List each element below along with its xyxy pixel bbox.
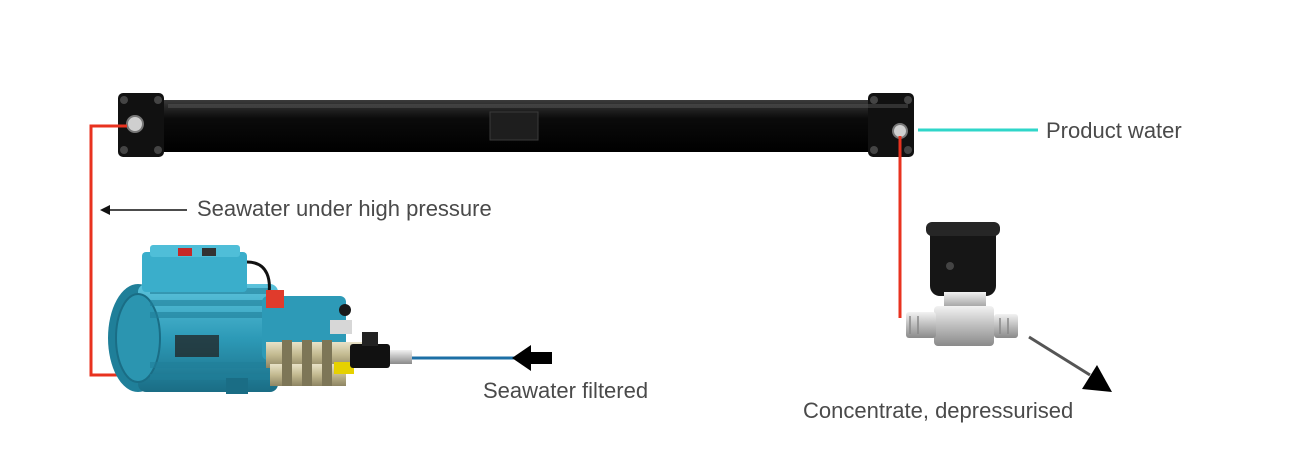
concentrate-arrow [1028,335,1112,392]
pump-unit [108,245,412,394]
high-pressure-arrow [100,205,187,215]
label-seawater-filtered: Seawater filtered [483,378,649,403]
pump-head [262,290,362,386]
label-product-water: Product water [1046,118,1182,143]
label-concentrate: Concentrate, depressurised [803,398,1074,423]
pressure-regulator [350,332,412,368]
concentrate-port [892,123,908,139]
electric-motor [108,245,278,394]
label-seawater-high-pressure: Seawater under high pressure [197,196,492,221]
membrane-vessel [118,93,914,157]
filtered-feed-arrow [512,345,552,371]
feed-port [126,115,144,133]
needle-valve [906,222,1018,346]
